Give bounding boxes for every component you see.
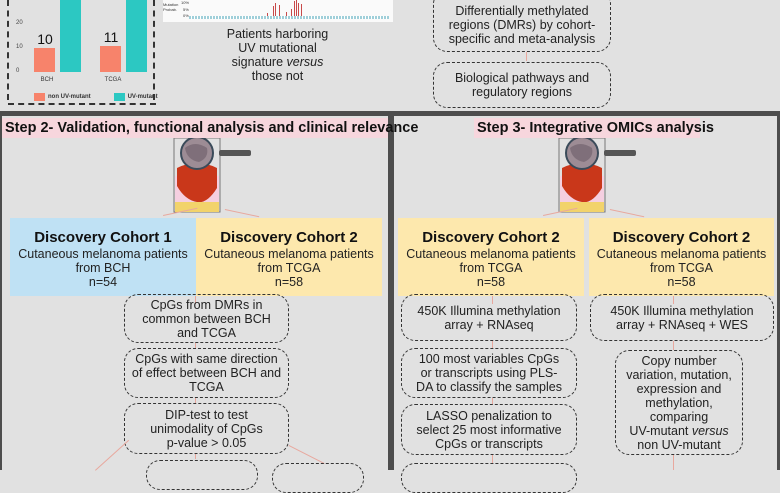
partial-box-step3 — [401, 463, 577, 493]
step3-title: Step 3- Integrative OMICs analysis — [474, 118, 714, 138]
y-tick-label: 10 — [16, 44, 23, 50]
skin-biopsy-illustration — [173, 136, 259, 213]
cohort-line: Cutaneous melanoma patients — [406, 247, 576, 261]
mini-chart-ylabel: Mutation Probab. — [163, 2, 179, 12]
category-label: BCH — [40, 77, 54, 83]
connector — [673, 455, 674, 470]
magnifier-skin-icon — [558, 136, 636, 213]
connector — [492, 341, 493, 348]
connector — [95, 439, 130, 471]
bar-bch-uv-mutant — [60, 0, 81, 72]
connector — [195, 454, 196, 459]
cohort-title: Discovery Cohort 2 — [220, 229, 358, 246]
connector — [492, 398, 493, 404]
bar-tcga-uv-mutant — [126, 0, 147, 72]
connector — [492, 296, 493, 304]
pathways-box: Biological pathways and regulatory regio… — [433, 62, 611, 108]
mini-chart-bars — [267, 0, 302, 16]
connector — [195, 343, 196, 348]
step2-title: Step 2- Validation, functional analysis … — [2, 118, 418, 138]
bar-bch-non-uv-mutant — [34, 48, 55, 72]
lasso-box: LASSO penalization to select 25 most inf… — [401, 404, 577, 455]
dip-test-box: DIP-test to test unimodality of CpGs p-v… — [124, 403, 289, 454]
chart-frame-bottom-dash — [8, 103, 156, 105]
cohort-line: from BCH — [75, 261, 131, 275]
methylation-rnaseq-box: 450K Illumina methylation array + RNAseq — [401, 294, 577, 341]
discovery-cohort-2b-card: Discovery Cohort 2 Cutaneous melanoma pa… — [589, 218, 774, 296]
chart-frame-left-dash — [7, 0, 9, 100]
cohort-n: n=58 — [476, 275, 506, 289]
connector — [526, 52, 527, 61]
signature-caption: Patients harboring UV mutational signatu… — [205, 27, 350, 83]
skin-biopsy-illustration — [558, 136, 644, 213]
y-tick-label: 0 — [16, 68, 20, 74]
mini-chart-tick: 10% — [181, 0, 190, 5]
partial-box-bottom-left — [146, 460, 258, 490]
cohort-line: Cutaneous melanoma patients — [204, 247, 374, 261]
bar-data-label: 10 — [37, 31, 53, 47]
mutational-signature-chart: Mutation Probab. 10% 5% 0% — [163, 0, 393, 22]
chart-legend: non UV-mutant UV-mutant — [34, 88, 158, 106]
category-label: TCGA — [104, 77, 122, 83]
y-tick-label: 20 — [16, 20, 23, 26]
legend-swatch-non-uv — [34, 92, 45, 101]
chart-frame-right-dash — [153, 0, 155, 100]
cohort-n: n=58 — [667, 275, 696, 289]
connector — [673, 341, 674, 350]
cohort-line: from TCGA — [650, 261, 713, 275]
cpgs-common-box: CpGs from DMRs in common between BCH and… — [124, 294, 289, 343]
caption-line-2: UV mutational — [238, 41, 317, 55]
legend-swatch-uv — [113, 92, 125, 101]
cohort-n: n=54 — [88, 275, 118, 289]
connector — [195, 398, 196, 403]
divider-middle — [388, 111, 394, 470]
bar-data-label: 11 — [103, 28, 119, 45]
mini-chart-tick: 0% — [183, 13, 189, 18]
connector — [492, 455, 493, 463]
y-tick-label: 30 — [16, 0, 23, 2]
methylation-rnaseq-wes-box: 450K Illumina methylation array + RNAseq… — [590, 294, 774, 341]
discovery-cohort-1-card: Discovery Cohort 1 Cutaneous melanoma pa… — [10, 218, 196, 296]
caption-line-1: Patients harboring — [226, 27, 329, 41]
cpgs-direction-box: CpGs with same direction of effect betwe… — [124, 348, 289, 398]
partial-box-bottom-right — [272, 463, 364, 493]
connector — [673, 296, 674, 304]
cohort-title: Discovery Cohort 1 — [34, 229, 172, 246]
cohort-n: n=58 — [274, 275, 304, 289]
legend-label-non-uv: non UV-mutant — [48, 93, 91, 100]
connector — [195, 296, 196, 304]
bar-tcga-non-uv-mutant — [100, 45, 121, 72]
cohort-line: Cutaneous melanoma patients — [596, 247, 767, 261]
caption-line-4: those not — [251, 69, 304, 83]
border-left — [0, 111, 2, 470]
discovery-cohort-2-card: Discovery Cohort 2 Cutaneous melanoma pa… — [196, 218, 382, 296]
cnv-comparison-box: Copy number variation, mutation, express… — [615, 350, 743, 455]
mini-chart-tick: 5% — [183, 7, 189, 12]
caption-line-3: signature versus — [231, 55, 324, 69]
connector — [288, 445, 325, 465]
dmr-box: Differentially methylated regions (DMRs)… — [433, 0, 611, 52]
magnifier-skin-icon — [173, 136, 251, 213]
discovery-cohort-2a-card: Discovery Cohort 2 Cutaneous melanoma pa… — [398, 218, 584, 296]
pls-da-box: 100 most variables CpGs or transcripts u… — [401, 348, 577, 398]
cohort-line: from TCGA — [257, 261, 321, 275]
legend-label-uv: UV-mutant — [127, 93, 158, 100]
border-right — [777, 111, 780, 470]
cohort-line: Cutaneous melanoma patients — [18, 247, 188, 261]
mini-chart-axis — [189, 16, 389, 19]
cohort-line: from TCGA — [459, 261, 523, 275]
cohort-title: Discovery Cohort 2 — [612, 229, 751, 246]
cohort-title: Discovery Cohort 2 — [422, 229, 560, 246]
